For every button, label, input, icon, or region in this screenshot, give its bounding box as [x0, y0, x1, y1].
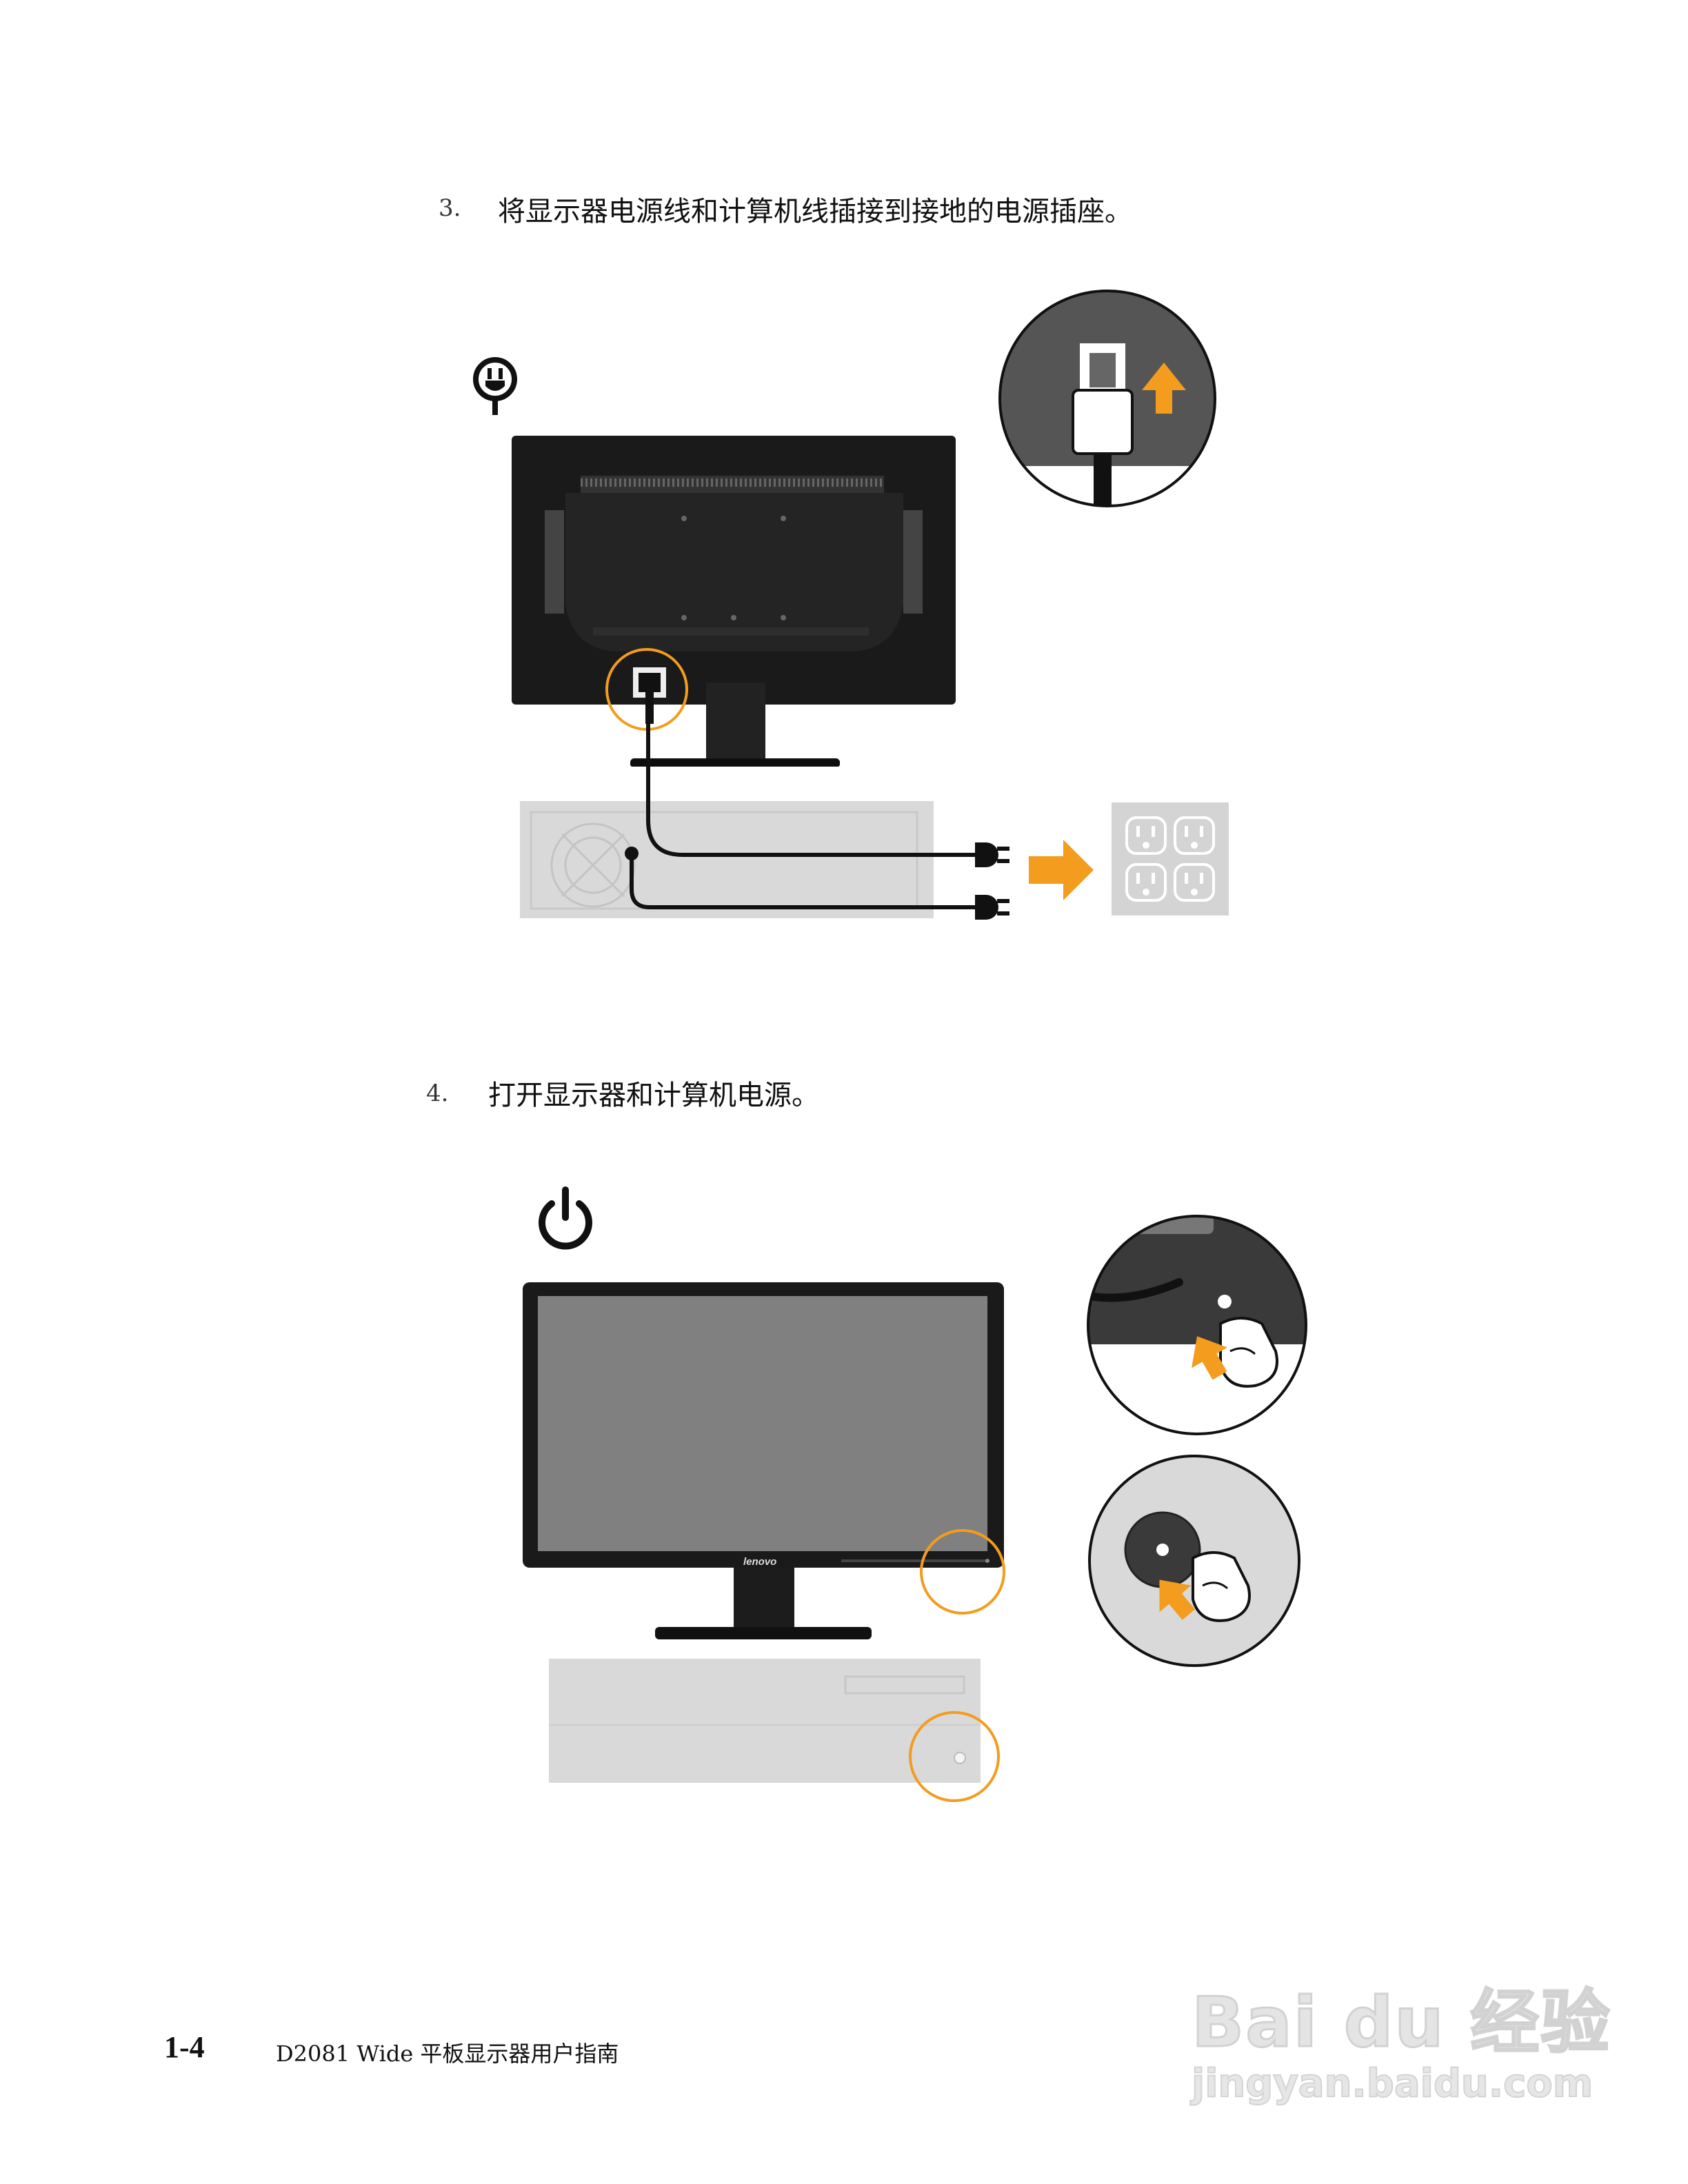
monitor-front	[523, 1282, 1004, 1639]
document-title: D2081 Wide 平板显示器用户指南	[276, 2036, 619, 2068]
zoom-monitor-button	[1083, 1200, 1310, 1434]
computer-front	[549, 1659, 981, 1783]
watermark-url: jingyan.baidu.com	[1192, 2061, 1593, 2106]
page-number: 1-4	[164, 2030, 205, 2065]
monitor-brand-logo: lenovo	[743, 1556, 776, 1568]
power-button-icon	[542, 1190, 589, 1246]
watermark-brand: Bai du 经验	[1192, 1966, 1611, 2066]
zoom-computer-button	[1089, 1456, 1299, 1666]
